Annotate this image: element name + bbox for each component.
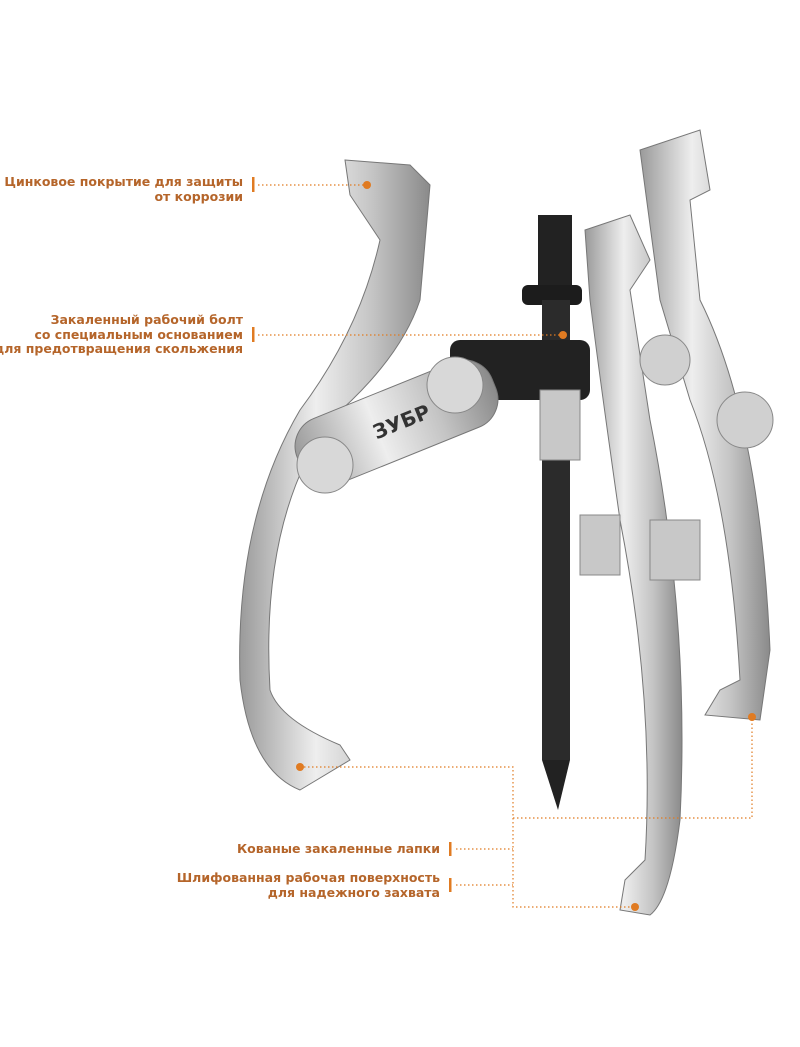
back-arm [639,129,771,721]
callout-ground-surface: Шлифованная рабочая поверхность для наде… [176,870,440,900]
callout-markers [252,177,756,911]
callout-forged-jaws: Кованые закаленные лапки [236,841,440,856]
callout-hardened-bolt: Закаленный рабочий болт со специальным о… [0,312,243,356]
callout-lines [258,184,753,908]
bolt-head [538,215,572,285]
callout-zinc-coating: Цинковое покрытие для защиты от коррозии [4,174,243,204]
front-arm [584,214,683,916]
